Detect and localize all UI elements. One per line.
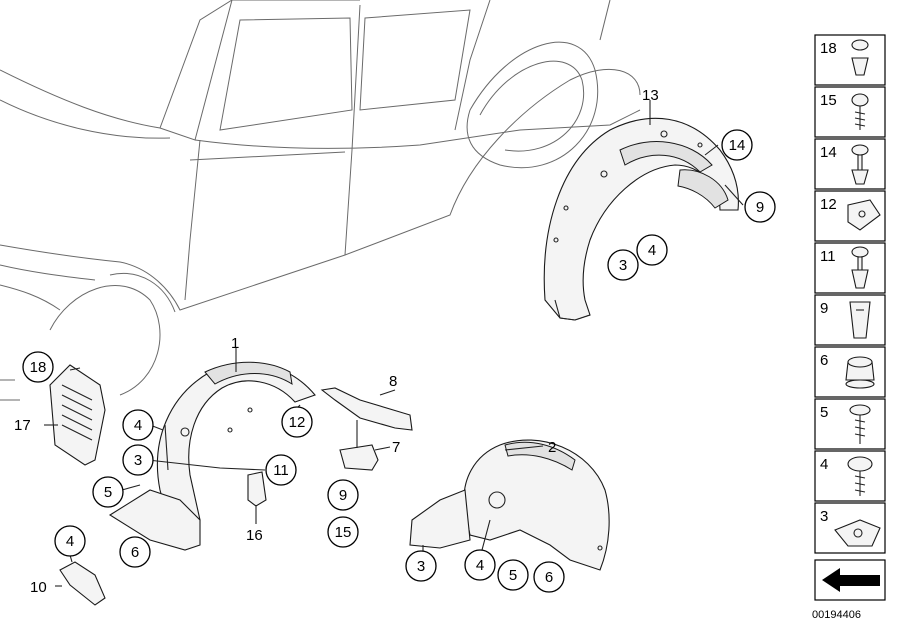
panel-label-14: 14 [820, 144, 837, 161]
fastener-11-icon [851, 246, 869, 289]
fastener-5-icon [849, 404, 871, 444]
callout-17: 17 [14, 417, 31, 434]
part-7-cover [339, 420, 379, 471]
callout-13: 13 [642, 87, 659, 104]
fastener-12-icon [847, 199, 881, 231]
panel-label-9: 9 [820, 300, 828, 317]
callout-16: 16 [246, 527, 263, 544]
part-17-air-duct [49, 364, 106, 466]
panel-label-11: 11 [820, 248, 836, 265]
callout-4d: 4 [476, 557, 484, 574]
fastener-18-icon [851, 39, 869, 76]
part-2-rear-inner-liner [409, 439, 610, 571]
callout-18: 18 [30, 359, 47, 376]
part-16-clip [247, 471, 267, 507]
panel-label-15: 15 [820, 92, 837, 109]
fastener-15-icon [851, 93, 869, 130]
callout-3a: 3 [619, 257, 627, 274]
callout-9b: 9 [339, 487, 347, 504]
callout-1: 1 [231, 335, 239, 352]
fastener-4-icon [847, 456, 873, 496]
callout-7: 7 [392, 439, 400, 456]
arrow-icon [822, 568, 880, 592]
fastener-panel: 18 15 14 12 11 [814, 34, 886, 601]
callout-5a: 5 [104, 484, 112, 501]
panel-label-18: 18 [820, 40, 837, 57]
panel-label-12: 12 [820, 196, 837, 213]
callout-6b: 6 [545, 569, 553, 586]
part-1-front-wheel-arch-liner [108, 361, 316, 551]
callout-4b: 4 [134, 417, 142, 434]
part-10-small-bracket [59, 561, 106, 606]
callout-11: 11 [273, 462, 289, 479]
callout-3c: 3 [417, 558, 425, 575]
callout-14: 14 [729, 137, 746, 154]
car-body-outline [0, 0, 641, 401]
callout-9a: 9 [756, 199, 764, 216]
callout-5b: 5 [509, 567, 517, 584]
callout-4a: 4 [648, 242, 656, 259]
callout-4c: 4 [66, 533, 74, 550]
part-13-rear-wheel-arch-liner [543, 117, 739, 321]
panel-label-6: 6 [820, 352, 828, 369]
fastener-3-icon [834, 519, 881, 547]
callout-15: 15 [335, 524, 352, 541]
callouts: 13 1 8 7 2 17 16 10 14 9 4 3 18 4 12 3 1… [14, 87, 776, 596]
callout-3b: 3 [134, 452, 142, 469]
callout-8: 8 [389, 373, 397, 390]
fastener-14-icon [851, 144, 869, 185]
callout-2: 2 [548, 439, 556, 456]
fastener-6-icon [845, 356, 875, 389]
callout-12: 12 [289, 414, 306, 431]
callout-6a: 6 [131, 544, 139, 561]
panel-label-5: 5 [820, 404, 828, 421]
document-number: 00194406 [812, 609, 861, 621]
panel-label-4: 4 [820, 456, 828, 473]
part-8-bracket [320, 387, 413, 431]
fastener-9-icon [849, 301, 871, 339]
callout-10: 10 [30, 579, 47, 596]
panel-label-3: 3 [820, 508, 828, 525]
